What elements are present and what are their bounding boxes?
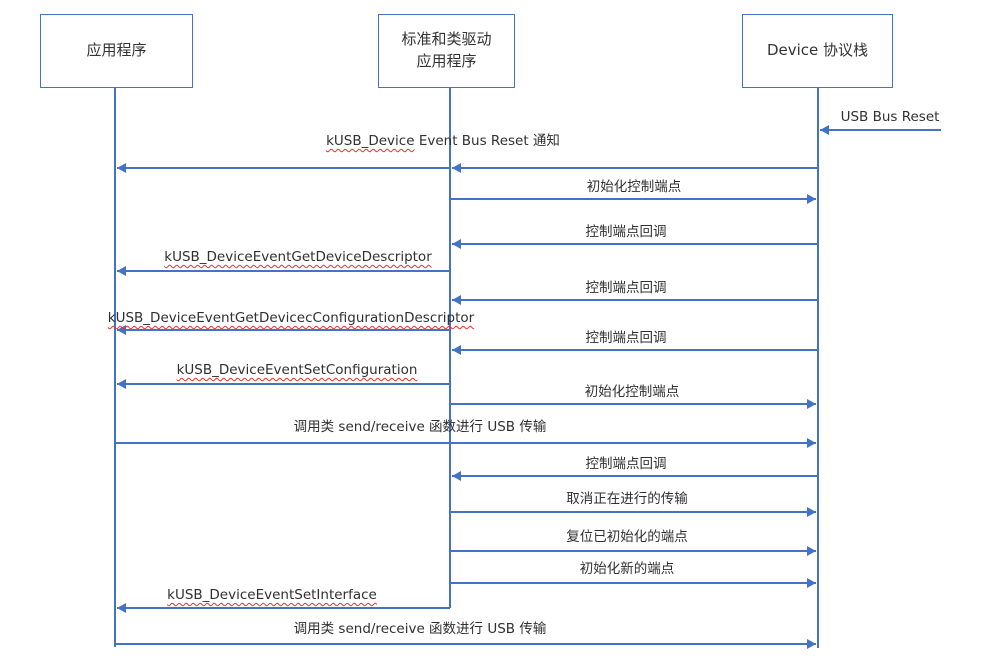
message-line: [452, 299, 818, 301]
arrowhead-icon: [117, 379, 126, 389]
arrowhead-icon: [117, 266, 126, 276]
message-line: [117, 329, 450, 331]
message-line: [820, 129, 941, 131]
message-label: kUSB_DeviceEventSetInterface: [167, 587, 377, 604]
message-label: 复位已初始化的端点: [566, 529, 688, 545]
arrowhead-icon: [807, 194, 816, 204]
misspelled-text: kUSB_DeviceEventSetConfiguration: [176, 362, 418, 378]
message-line: [115, 643, 816, 645]
message-label: kUSB_DeviceEventSetConfiguration: [177, 362, 418, 379]
message-line: [452, 475, 818, 477]
arrowhead-icon: [452, 295, 461, 305]
message-label: 初始化控制端点: [586, 179, 682, 195]
misspelled-text: kUSB_DeviceEventGetDevicecConfigurationD…: [107, 310, 475, 326]
message-label: 取消正在进行的传输: [566, 491, 688, 507]
misspelled-text: kUSB_DeviceEventGetDeviceDescriptor: [164, 249, 432, 265]
actor-label-application: 应用程序: [86, 41, 147, 60]
arrowhead-icon: [807, 578, 816, 588]
message-line: [452, 167, 818, 169]
message-label: kUSB_Device Event Bus Reset 通知: [326, 133, 560, 149]
arrowhead-icon: [452, 163, 461, 173]
message-line: [450, 198, 816, 200]
arrowhead-icon: [820, 125, 829, 135]
actor-label-device-stack: Device 协议栈: [766, 41, 869, 60]
message-label: 调用类 send/receive 函数进行 USB 传输: [293, 621, 547, 637]
message-line: [450, 582, 816, 584]
lifeline-application: [114, 88, 116, 647]
message-line: [450, 550, 816, 552]
message-label: 初始化新的端点: [579, 561, 675, 577]
arrowhead-icon: [117, 325, 126, 335]
lifeline-device-stack: [817, 88, 819, 648]
message-label: 调用类 send/receive 函数进行 USB 传输: [293, 419, 547, 435]
arrowhead-icon: [807, 399, 816, 409]
actor-box-application: 应用程序: [40, 14, 193, 88]
arrowhead-icon: [807, 639, 816, 649]
message-line: [452, 349, 818, 351]
message-line: [450, 511, 816, 513]
message-line: [117, 167, 450, 169]
arrowhead-icon: [807, 438, 816, 448]
arrowhead-icon: [807, 507, 816, 517]
message-label: kUSB_DeviceEventGetDeviceDescriptor: [164, 249, 431, 266]
message-line: [452, 243, 818, 245]
arrowhead-icon: [452, 239, 461, 249]
misspelled-text: kUSB_DeviceEventSetInterface: [167, 587, 377, 603]
actor-box-device-stack: Device 协议栈: [742, 14, 893, 88]
message-line: [117, 383, 450, 385]
lifeline-standard-class-driver: [449, 88, 451, 608]
arrowhead-icon: [452, 471, 461, 481]
message-line: [450, 403, 816, 405]
arrowhead-icon: [117, 603, 126, 613]
message-line: [117, 270, 450, 272]
message-label: kUSB_DeviceEventGetDevicecConfigurationD…: [108, 310, 474, 327]
message-label: 控制端点回调: [585, 280, 667, 296]
message-label: 控制端点回调: [585, 456, 667, 472]
actor-box-standard-class-driver: 标准和类驱动 应用程序: [378, 14, 515, 88]
message-label: 初始化控制端点: [584, 384, 680, 400]
arrowhead-icon: [452, 345, 461, 355]
misspelled-text: kUSB_Device: [326, 133, 415, 149]
message-label: 控制端点回调: [585, 224, 667, 240]
message-line: [117, 607, 450, 609]
arrowhead-icon: [807, 546, 816, 556]
message-label: 控制端点回调: [585, 330, 667, 346]
arrowhead-icon: [117, 163, 126, 173]
actor-label-standard-class-driver: 标准和类驱动 应用程序: [401, 30, 492, 70]
message-line: [115, 442, 816, 444]
message-label: USB Bus Reset: [840, 109, 940, 125]
